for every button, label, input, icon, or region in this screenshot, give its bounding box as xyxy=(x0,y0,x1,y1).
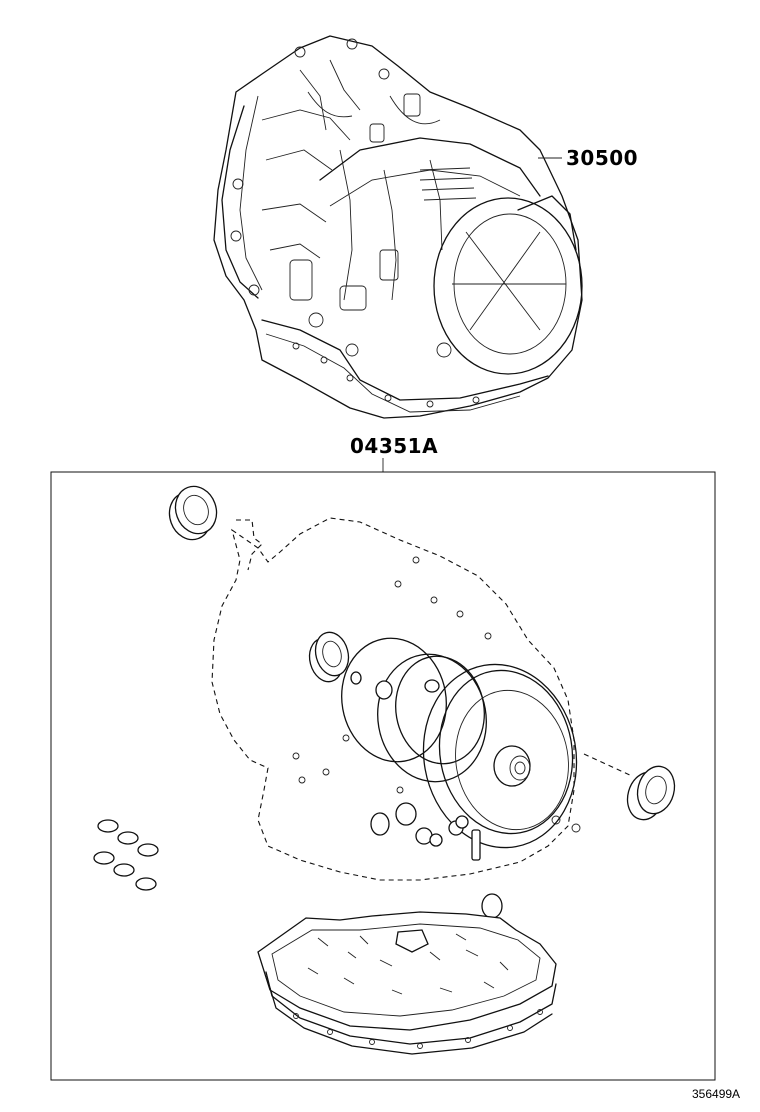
transaxle-assembly-illustration[interactable] xyxy=(213,35,583,419)
part-number-30500[interactable]: 30500 xyxy=(566,146,639,170)
case-bolt-holes xyxy=(292,556,581,833)
o-ring-set[interactable] xyxy=(93,819,159,891)
figure-code: 356499A xyxy=(692,1087,741,1101)
plug-parts[interactable] xyxy=(350,671,440,700)
oil-pan-gasket[interactable] xyxy=(257,911,557,1031)
oil-seal-upper[interactable] xyxy=(163,481,223,546)
pump-hub[interactable] xyxy=(493,745,531,787)
case-reference-outline xyxy=(211,517,575,881)
part-number-04351a[interactable]: 04351A xyxy=(350,434,439,458)
oil-seal-right[interactable] xyxy=(622,762,679,824)
oil-pan[interactable] xyxy=(265,971,557,1055)
oil-seal-middle[interactable] xyxy=(305,629,353,686)
kit-frame xyxy=(50,471,716,1081)
pump-gasket-rings[interactable] xyxy=(332,630,591,860)
bushing-cluster[interactable] xyxy=(370,802,481,861)
